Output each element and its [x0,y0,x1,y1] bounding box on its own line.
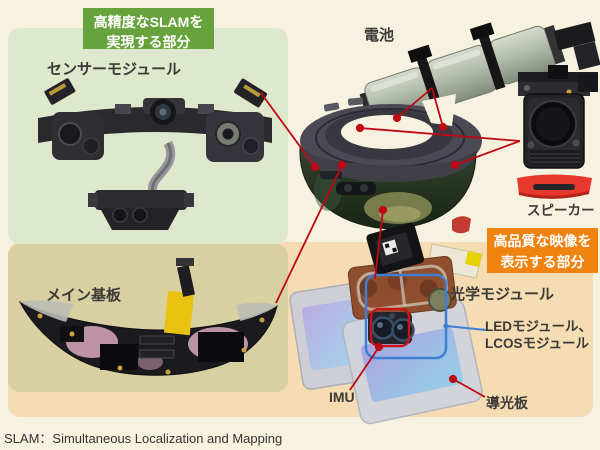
label-speaker: スピーカー [527,203,595,218]
main-board-image [18,258,278,376]
display-tag-line1: 高品質な映像を [493,233,592,249]
label-imu: IMU [329,389,355,405]
slam-tag-line2: 実現する部分 [106,34,191,50]
slam-tag-line1: 高精度なSLAMを [93,14,204,30]
label-light-guide: 導光板 [486,395,528,411]
optical-module-image [289,222,483,425]
label-battery: 電池 [364,27,395,44]
speaker-image [517,65,598,199]
display-tag-line2: 表示する部分 [500,254,585,270]
lcos-highlight-box [369,307,411,348]
battery-image [359,21,600,128]
label-optical-module: 光学モジュール [450,286,554,303]
sensor-module-image [38,78,272,230]
leader-lines [260,87,521,398]
slam-caption: SLAM：Simultaneous Localization and Mappi… [4,431,283,446]
label-main-board: メイン基板 [46,287,122,304]
label-led-line1: LEDモジュール、 [485,319,593,334]
label-led-lcos: LEDモジュール、 LCOSモジュール [485,318,592,352]
optical-module-highlight-box [364,273,448,360]
battery-mount-clip [553,21,600,71]
label-led-line2: LCOSモジュール [485,336,590,351]
label-sensor-module: センサーモジュール [47,61,181,78]
slam-region-tag: 高精度なSLAMを 実現する部分 [83,8,214,50]
headset-image [299,94,482,234]
display-region-tag: 高品質な映像を 表示する部分 [487,228,598,273]
leader-line-blue [443,323,487,331]
